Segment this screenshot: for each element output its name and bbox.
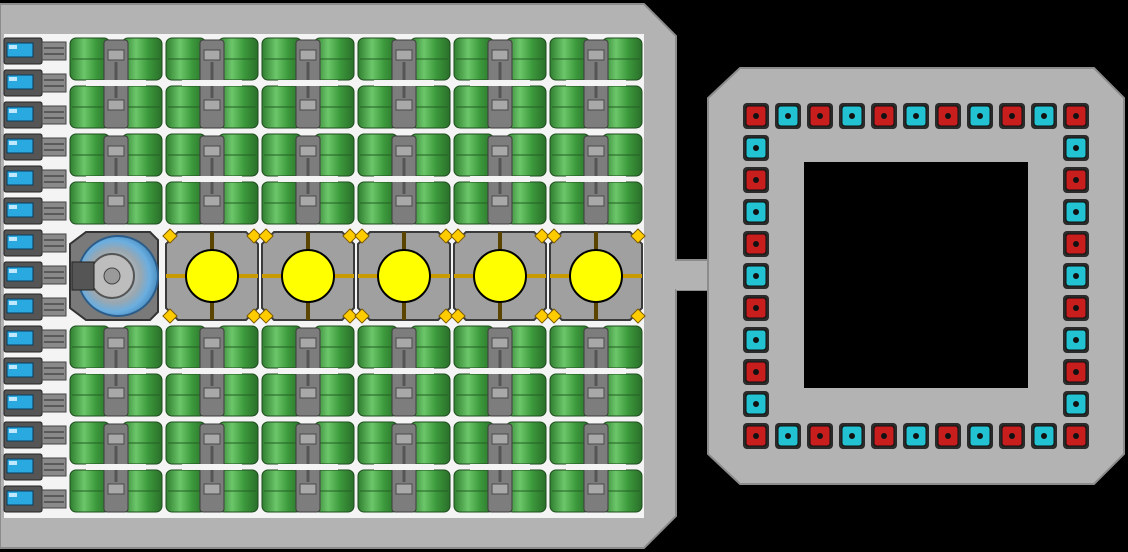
ring-cell [839, 423, 865, 449]
ring-cell [1063, 391, 1089, 417]
ring-cell [1063, 135, 1089, 161]
side-panel [3, 229, 67, 257]
ring-cell [903, 103, 929, 129]
tank-block [453, 325, 547, 417]
ring-cell [871, 103, 897, 129]
ring-cell [903, 423, 929, 449]
tank-block [69, 133, 163, 225]
ring-cell [999, 423, 1025, 449]
tank-block [357, 133, 451, 225]
tank-block [69, 325, 163, 417]
ring-cell [1063, 167, 1089, 193]
ring-cell [839, 103, 865, 129]
energy-node [450, 228, 550, 324]
ring-cell [1063, 327, 1089, 353]
ring-cell [743, 391, 769, 417]
ring-cell [1063, 263, 1089, 289]
tank-block [165, 421, 259, 513]
tank-block [165, 325, 259, 417]
side-panel [3, 357, 67, 385]
ring-cell [1063, 103, 1089, 129]
tank-block [453, 421, 547, 513]
tank-block [261, 421, 355, 513]
ring-cell [775, 423, 801, 449]
ring-cell [935, 103, 961, 129]
side-panel [3, 69, 67, 97]
energy-node [162, 228, 262, 324]
ring-cell [743, 103, 769, 129]
ring-cell [775, 103, 801, 129]
ring-cell [1031, 103, 1057, 129]
ring-cell [743, 263, 769, 289]
side-panel [3, 485, 67, 513]
tank-block [261, 325, 355, 417]
side-panel [3, 261, 67, 289]
ring-cell [743, 423, 769, 449]
side-panel-column [3, 37, 67, 513]
tank-block [549, 325, 643, 417]
energy-node-row [162, 228, 646, 324]
side-panel [3, 101, 67, 129]
tank-block [165, 37, 259, 129]
side-panel [3, 453, 67, 481]
ring-cell [743, 135, 769, 161]
energy-node [258, 228, 358, 324]
tank-block [165, 133, 259, 225]
ring-cell [743, 167, 769, 193]
side-panel [3, 293, 67, 321]
side-panel [3, 197, 67, 225]
side-panel [3, 421, 67, 449]
tank-block [357, 325, 451, 417]
tank-block [549, 133, 643, 225]
ring-cell [935, 423, 961, 449]
right-hull [707, 67, 1125, 485]
side-panel [3, 165, 67, 193]
tank-block [69, 421, 163, 513]
ring-cell [1063, 231, 1089, 257]
ring-cell [1063, 295, 1089, 321]
central-void [804, 162, 1028, 388]
ring-cell [1063, 423, 1089, 449]
side-panel [3, 37, 67, 65]
tank-block [453, 37, 547, 129]
ring-cell [1031, 423, 1057, 449]
side-panel [3, 133, 67, 161]
ring-cell [967, 423, 993, 449]
ring-cell [743, 359, 769, 385]
ring-cells [743, 103, 1089, 449]
tank-block [357, 37, 451, 129]
ring-cell [1063, 199, 1089, 225]
tank-block [261, 37, 355, 129]
ring-cell [1063, 359, 1089, 385]
ring-cell [743, 231, 769, 257]
ring-cell [807, 423, 833, 449]
tank-array [69, 37, 643, 513]
tank-block [69, 37, 163, 129]
ring-cell [743, 327, 769, 353]
tank-block [261, 133, 355, 225]
ring-cell [743, 199, 769, 225]
ring-cell [999, 103, 1025, 129]
ring-cell [743, 295, 769, 321]
tank-block [549, 421, 643, 513]
ring-cell [871, 423, 897, 449]
reactor-core [69, 231, 159, 321]
tank-block [549, 37, 643, 129]
ring-cell [967, 103, 993, 129]
side-panel [3, 389, 67, 417]
tank-block [453, 133, 547, 225]
energy-node [546, 228, 646, 324]
side-panel [3, 325, 67, 353]
tank-block [357, 421, 451, 513]
ring-cell [807, 103, 833, 129]
energy-node [354, 228, 454, 324]
